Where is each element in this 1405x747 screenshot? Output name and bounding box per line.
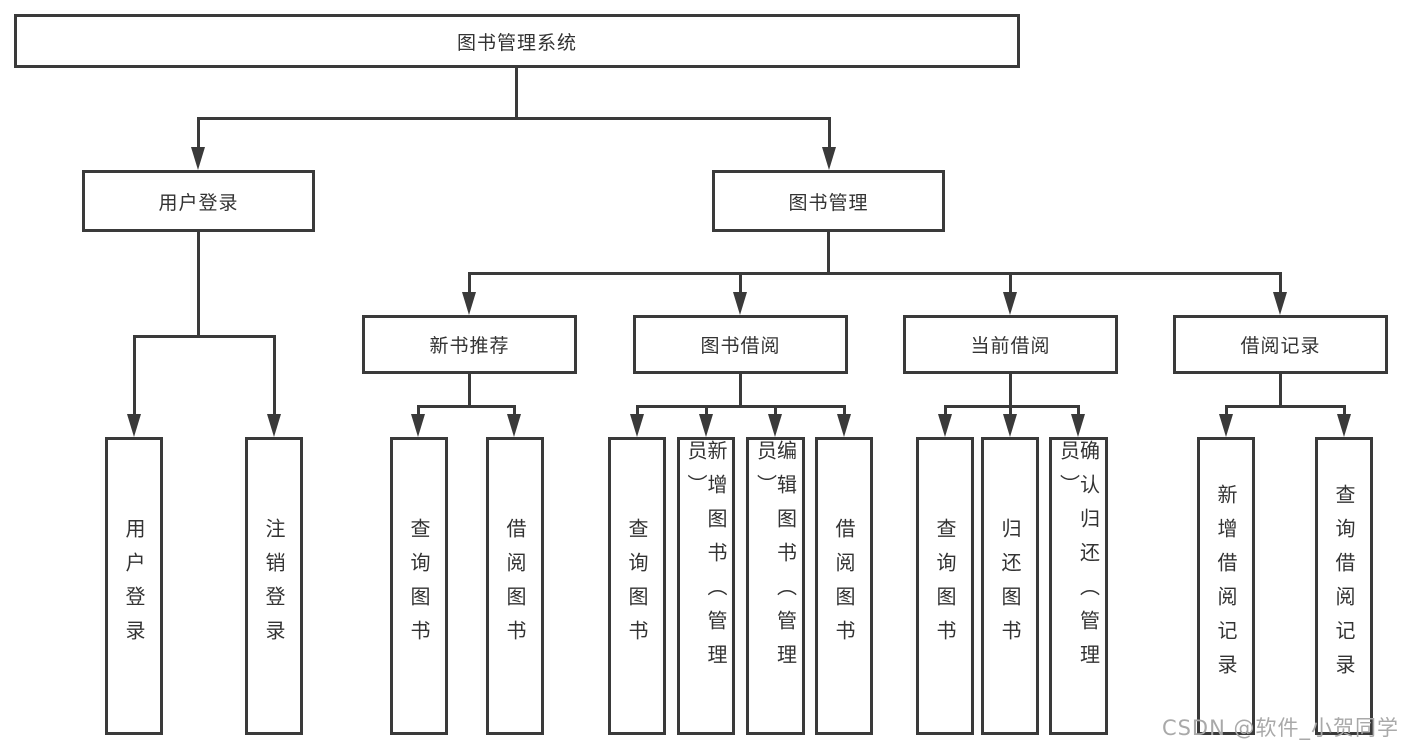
leaf-label: 借阅图书 (503, 518, 527, 654)
arrowhead-down-icon (507, 414, 521, 437)
node-current-borrowing: 当前借阅 (903, 315, 1118, 374)
node-label: 图书管理 (788, 191, 869, 214)
connector-line (515, 68, 518, 120)
connector-line (774, 405, 777, 416)
connector-line (637, 405, 845, 408)
node-label: 图书借阅 (700, 335, 781, 357)
leaf-label: 查询图书 (407, 518, 431, 654)
leaf-label: 新增图书（管理员） (684, 440, 728, 678)
leaf-edit-books-admin: 编辑图书（管理员） (746, 437, 805, 735)
csdn-watermark: CSDN @软件_小贺同学 (1161, 716, 1399, 740)
connector-line (468, 374, 471, 408)
leaf-label: 新增借阅记录 (1214, 484, 1238, 688)
arrowhead-down-icon (938, 414, 952, 437)
connector-line (133, 335, 136, 416)
arrowhead-down-icon (768, 414, 782, 437)
node-book-borrowing: 图书借阅 (633, 315, 848, 374)
node-user-login: 用户登录 (82, 170, 315, 232)
connector-line (418, 405, 516, 408)
connector-line (944, 405, 947, 416)
connector-line (133, 335, 276, 338)
leaf-label: 确认归还（管理员） (1056, 440, 1101, 678)
arrowhead-down-icon (411, 414, 425, 437)
connector-line (636, 405, 639, 416)
node-label: 新书推荐 (429, 335, 510, 357)
node-new-book-recommendation: 新书推荐 (362, 315, 577, 374)
connector-line (1343, 405, 1346, 416)
arrowhead-down-icon (127, 414, 141, 437)
node-label: 用户登录 (158, 191, 239, 214)
node-label: 图书管理系统 (456, 31, 577, 54)
connector-line (197, 232, 200, 338)
connector-line (944, 405, 1080, 408)
node-borrowing-records: 借阅记录 (1173, 315, 1388, 374)
leaf-add-books-admin: 新增图书（管理员） (677, 437, 735, 735)
leaf-borrow-books: 借阅图书 (815, 437, 873, 735)
leaf-label: 查询借阅记录 (1332, 484, 1356, 688)
arrowhead-down-icon (462, 292, 476, 315)
connector-line (197, 117, 200, 148)
leaf-label: 借阅图书 (832, 518, 856, 654)
leaf-label: 归还图书 (998, 518, 1022, 654)
leaf-query-books: 查询图书 (916, 437, 974, 735)
node-book-management: 图书管理 (712, 170, 945, 232)
leaf-label: 注销登录 (262, 518, 286, 654)
leaf-user-login: 用户登录 (105, 437, 163, 735)
arrowhead-down-icon (1273, 292, 1287, 315)
arrowhead-down-icon (267, 414, 281, 437)
leaf-return-books: 归还图书 (981, 437, 1039, 735)
leaf-add-borrow-record: 新增借阅记录 (1197, 437, 1255, 735)
connector-line (1009, 272, 1012, 294)
arrowhead-down-icon (630, 414, 644, 437)
connector-line (1279, 272, 1282, 294)
node-label: 借阅记录 (1240, 335, 1321, 357)
arrowhead-down-icon (1219, 414, 1233, 437)
arrowhead-down-icon (699, 414, 713, 437)
connector-line (273, 335, 276, 416)
connector-line (1225, 405, 1346, 408)
leaf-logout-login: 注销登录 (245, 437, 303, 735)
arrowhead-down-icon (822, 147, 836, 170)
connector-line (468, 272, 1282, 275)
connector-line (843, 405, 846, 416)
connector-line (827, 232, 830, 275)
node-library-management-system: 图书管理系统 (14, 14, 1020, 68)
connector-line (739, 374, 742, 408)
leaf-label: 用户登录 (122, 518, 146, 654)
connector-line (1077, 405, 1080, 416)
leaf-label: 编辑图书（管理员） (753, 440, 798, 678)
connector-line (1225, 405, 1228, 416)
leaf-label: 查询图书 (625, 518, 649, 654)
node-label: 当前借阅 (970, 335, 1051, 357)
connector-line (197, 117, 831, 120)
connector-line (828, 117, 831, 148)
arrowhead-down-icon (837, 414, 851, 437)
arrowhead-down-icon (733, 292, 747, 315)
leaf-query-books: 查询图书 (390, 437, 448, 735)
arrowhead-down-icon (1071, 414, 1085, 437)
connector-line (1279, 374, 1282, 408)
connector-line (513, 405, 516, 416)
arrowhead-down-icon (1337, 414, 1351, 437)
connector-line (417, 405, 420, 416)
leaf-query-borrow-record: 查询借阅记录 (1315, 437, 1373, 735)
leaf-query-books: 查询图书 (608, 437, 666, 735)
arrowhead-down-icon (1003, 292, 1017, 315)
arrowhead-down-icon (1003, 414, 1017, 437)
leaf-confirm-return-admin: 确认归还（管理员） (1049, 437, 1108, 735)
connector-line (705, 405, 708, 416)
leaf-borrow-books: 借阅图书 (486, 437, 544, 735)
connector-line (468, 272, 471, 294)
connector-line (1009, 374, 1012, 408)
connector-line (1009, 405, 1012, 416)
arrowhead-down-icon (191, 147, 205, 170)
leaf-label: 查询图书 (933, 518, 957, 654)
connector-line (739, 272, 742, 294)
